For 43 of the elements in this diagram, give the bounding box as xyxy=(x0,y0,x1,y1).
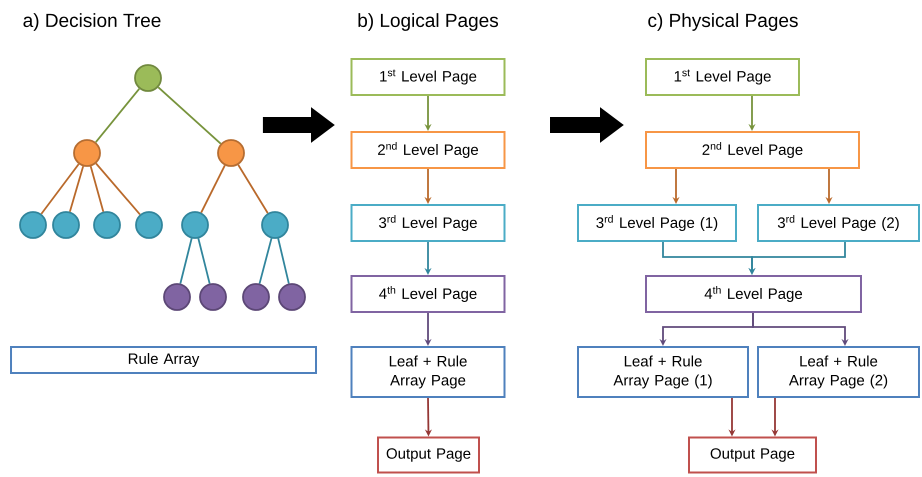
panel-title: a) Decision Tree xyxy=(23,13,160,31)
tree-branch xyxy=(95,162,141,216)
page-box: 3$^{rd}$ Level Page xyxy=(350,204,506,242)
page-box: 4$^{th}$ Level Page xyxy=(350,275,506,313)
tree-node xyxy=(93,211,121,239)
tree-branch xyxy=(40,164,80,214)
tree-branch xyxy=(258,238,272,284)
tree-branch xyxy=(237,164,269,214)
tree-branch xyxy=(180,238,193,284)
tree-node xyxy=(181,211,209,239)
tree-branch xyxy=(200,165,226,213)
page-box: 2$^{nd}$ Level Page xyxy=(350,131,506,169)
panel-title: c) Physical Pages xyxy=(648,13,798,31)
page-box: Leaf + Rule Array Page xyxy=(350,346,506,398)
tree-node xyxy=(242,283,270,311)
page-box: 3$^{rd}$ Level Page (2) xyxy=(757,204,920,242)
tree-node xyxy=(73,139,101,167)
tree-node xyxy=(134,64,162,92)
page-box: 1$^{st}$ Level Page xyxy=(350,58,506,96)
tree-node xyxy=(163,283,191,311)
tree-branch xyxy=(158,86,222,144)
tree-branch xyxy=(95,88,140,143)
tree-branch xyxy=(198,238,211,284)
page-box: 2$^{nd}$ Level Page xyxy=(645,131,860,169)
page-box: 1$^{st}$ Level Page xyxy=(645,58,800,96)
tree-branch xyxy=(277,238,290,284)
page-box: Leaf + Rule Array Page (1) xyxy=(577,346,749,398)
tree-node xyxy=(135,211,163,239)
page-box: Leaf + Rule Array Page (2) xyxy=(757,346,920,398)
tree-node xyxy=(52,211,80,239)
tree-node xyxy=(19,211,47,239)
tree-node xyxy=(278,283,306,311)
page-box: Output Page xyxy=(377,436,480,474)
page-box: 4$^{th}$ Level Page xyxy=(645,275,862,313)
panel-title: b) Logical Pages xyxy=(358,13,498,31)
tree-node xyxy=(217,139,245,167)
tree-node xyxy=(199,283,227,311)
tree-branch xyxy=(69,166,84,212)
tree-branch xyxy=(90,166,104,212)
page-box: Output Page xyxy=(688,436,817,474)
tree-node xyxy=(261,211,289,239)
page-box: 3$^{rd}$ Level Page (1) xyxy=(577,204,737,242)
rule-array-box: Rule Array xyxy=(10,346,317,374)
